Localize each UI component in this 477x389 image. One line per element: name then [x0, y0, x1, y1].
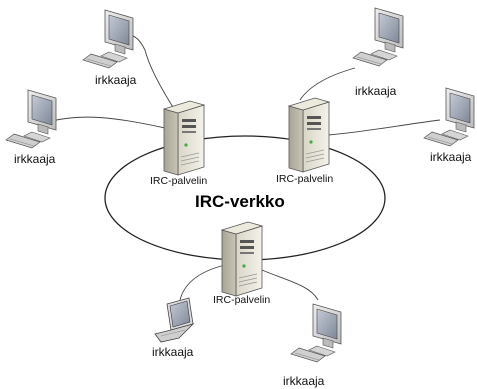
link-server-bottom-client-desktop: [261, 269, 319, 301]
link-server-right-client-top: [299, 67, 356, 101]
client-top-left-label: irkkaaja: [95, 73, 137, 87]
desktop-computer-icon: [82, 9, 134, 69]
desktop-computer-icon: [423, 87, 475, 147]
client-top-left: irkkaaja: [82, 9, 137, 87]
server-bottom-label: IRC-palvelin: [213, 294, 270, 306]
client-bottom-left-label: irkkaaja: [152, 345, 194, 359]
network-title: IRC-verkko: [195, 192, 285, 211]
link-server-bottom-client-laptop: [179, 264, 226, 301]
client-bottom-left: irkkaaja: [152, 297, 194, 359]
server-right: IRC-palvelin: [276, 97, 333, 185]
desktop-computer-icon: [352, 7, 404, 67]
client-right-label: irkkaaja: [430, 150, 472, 164]
server-bottom: IRC-palvelin: [213, 221, 270, 306]
server-tower-icon: [163, 100, 205, 176]
server-left-label: IRC-palvelin: [150, 175, 207, 187]
connection-lines: [44, 34, 441, 301]
link-server-left-client-left: [44, 116, 166, 129]
client-left-label: irkkaaja: [14, 152, 56, 166]
desktop-computer-icon: [5, 89, 57, 149]
client-bottom-right-label: irkkaaja: [283, 374, 325, 388]
client-right: irkkaaja: [423, 87, 475, 164]
server-tower-icon: [288, 97, 330, 173]
server-left: IRC-palvelin: [150, 100, 207, 187]
server-right-label: IRC-palvelin: [276, 173, 333, 185]
laptop-icon: [154, 297, 194, 343]
client-bottom-right: irkkaaja: [283, 303, 342, 388]
server-tower-icon: [221, 221, 263, 297]
client-top-right: irkkaaja: [352, 7, 404, 98]
link-server-right-client-right: [327, 119, 441, 136]
link-server-left-client-top: [127, 34, 179, 116]
client-left: irkkaaja: [5, 89, 57, 166]
desktop-computer-icon: [290, 303, 342, 363]
client-top-right-label: irkkaaja: [355, 84, 397, 98]
